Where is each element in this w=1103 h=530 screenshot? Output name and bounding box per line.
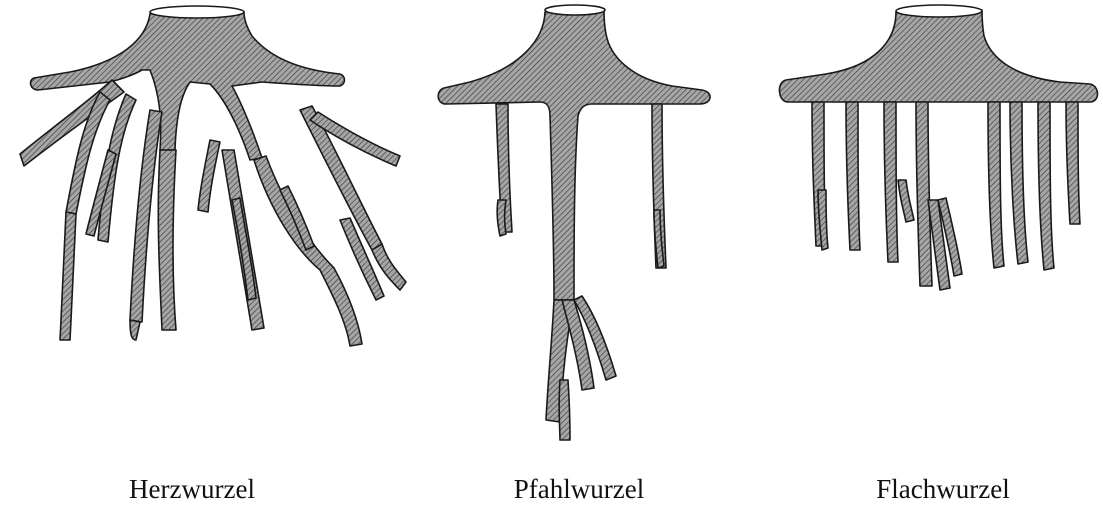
caption-flachwurzel: Flachwurzel (876, 474, 1009, 505)
herzwurzel-trunk-top (150, 6, 244, 18)
pfahlwurzel-illustration (438, 10, 710, 440)
pfahlwurzel-trunk-top (545, 5, 605, 15)
herzwurzel-illustration (20, 12, 406, 346)
caption-pfahlwurzel: Pfahlwurzel (514, 474, 644, 505)
flachwurzel-trunk-top (896, 5, 982, 17)
caption-herzwurzel: Herzwurzel (129, 474, 255, 505)
flachwurzel-illustration (779, 10, 1097, 290)
